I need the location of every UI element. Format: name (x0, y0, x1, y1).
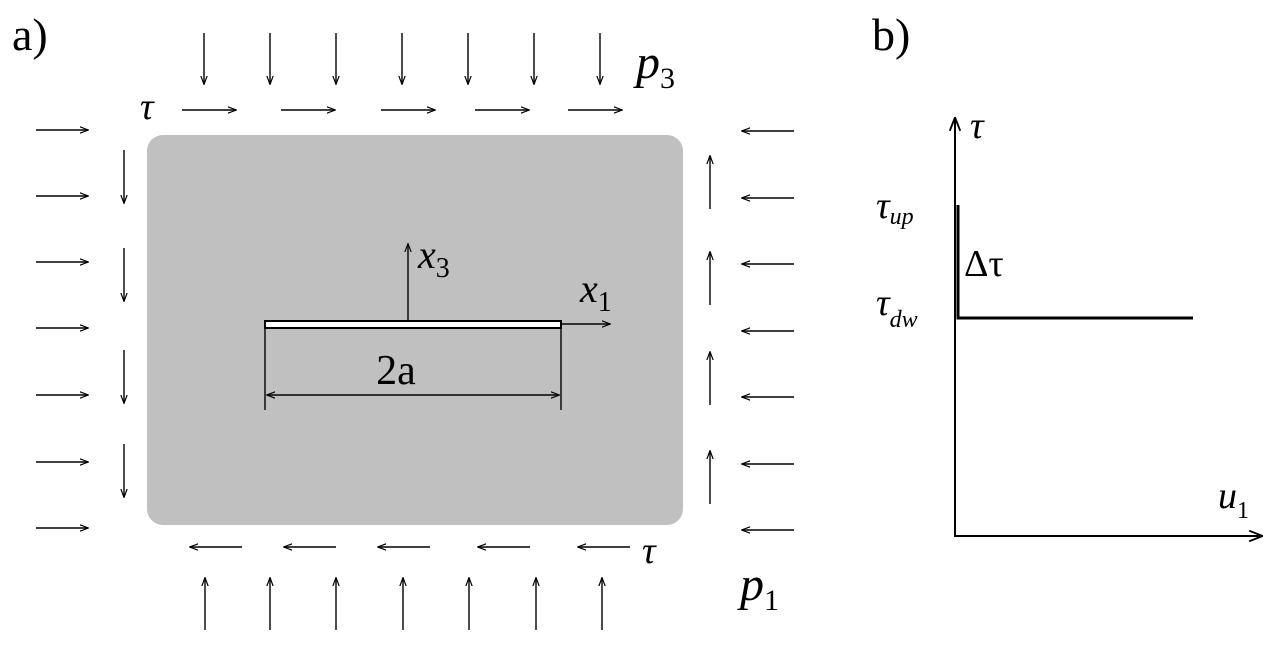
crack (264, 320, 562, 329)
top-load-label: p3 (633, 36, 675, 95)
crack-length-dimension (264, 328, 562, 410)
right-load-arrows (742, 131, 794, 530)
plate (147, 135, 683, 525)
u1-axis-label: u1 (1218, 475, 1249, 524)
shear-bottom-label: τ (642, 530, 657, 572)
bottom-load-arrows (205, 578, 602, 630)
crack-length-label: 2a (376, 348, 416, 394)
panel-a-label: a) (12, 9, 48, 60)
tau-axis-label: τ (970, 105, 985, 147)
panel-b: b) τ u1 τup τdw Δτ (872, 9, 1262, 537)
x3-axis-label: x3 (417, 232, 450, 284)
panel-a: a) p3 τ (12, 9, 794, 630)
top-load-arrows (204, 33, 600, 84)
shear-top-label: τ (140, 86, 155, 128)
tau-up-label: τup (876, 185, 914, 230)
panel-b-label: b) (872, 9, 910, 60)
delta-tau-label: Δτ (964, 243, 1004, 285)
left-load-arrows (36, 130, 88, 528)
x1-axis-label: x1 (579, 266, 612, 318)
traction-law-curve (956, 205, 1193, 320)
tau-dw-label: τdw (876, 282, 918, 333)
side-load-label: p1 (737, 558, 779, 617)
